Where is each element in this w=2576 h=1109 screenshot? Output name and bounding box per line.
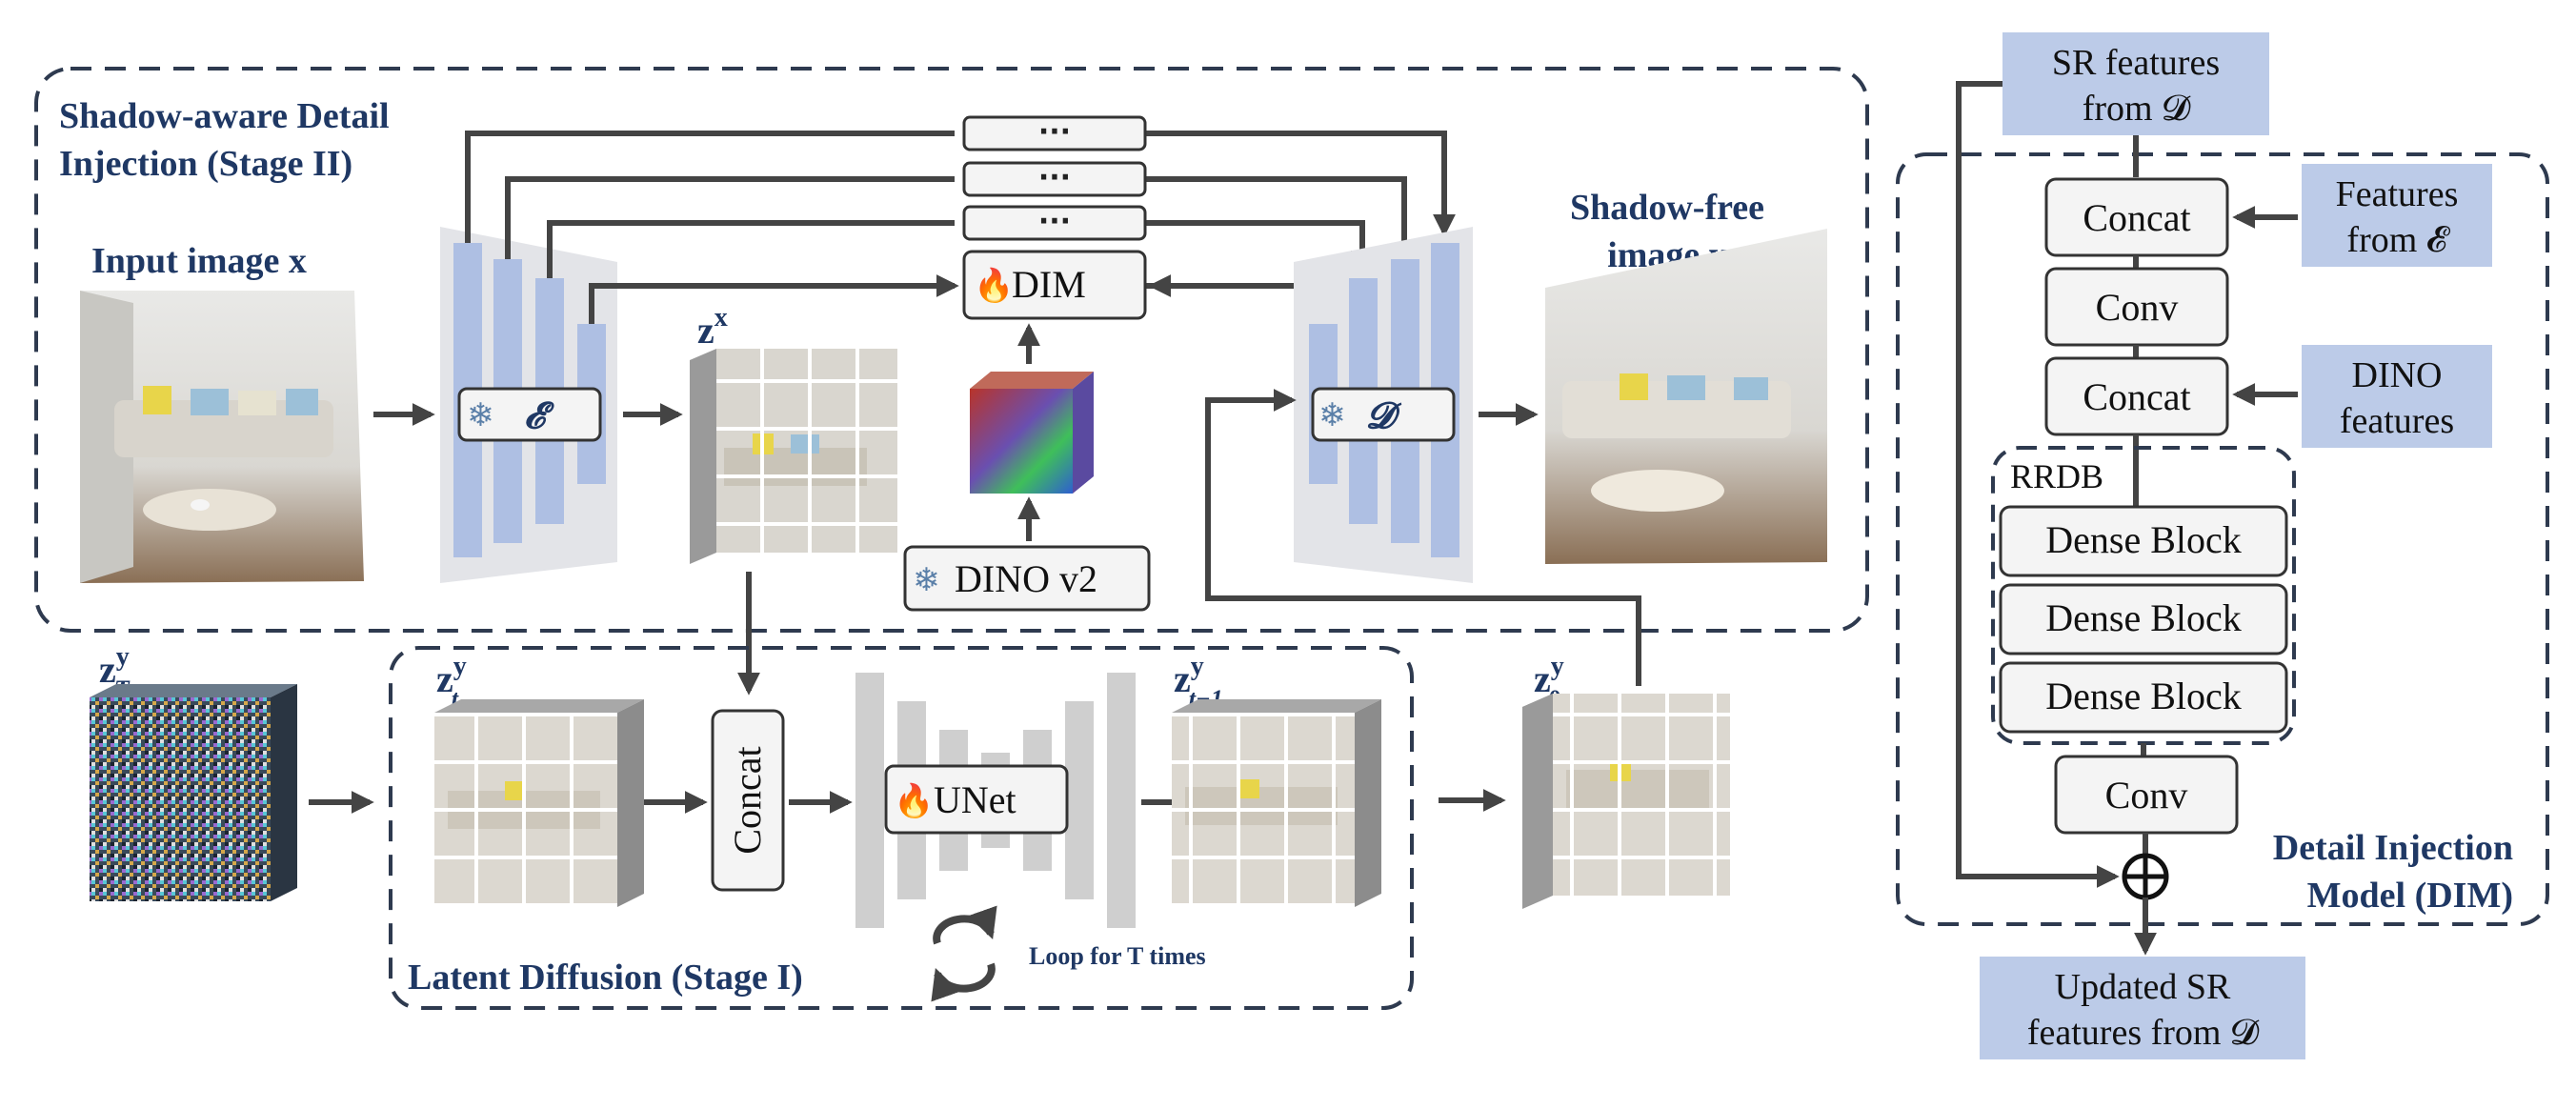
- stage2-title-line2: Injection (Stage II): [59, 144, 352, 184]
- svg-text:from 𝓓: from 𝓓: [2083, 89, 2191, 129]
- stage1-title: Latent Diffusion (Stage I): [408, 958, 803, 998]
- svg-text:Dense Block: Dense Block: [2045, 518, 2242, 561]
- rrdb-label: RRDB: [2010, 457, 2103, 495]
- unet-label: UNet: [934, 778, 1016, 821]
- loop-icon: [931, 905, 997, 1002]
- dim-conv-2: Conv: [2054, 755, 2239, 835]
- stage1-region: [389, 646, 1414, 1010]
- stage2-region: [34, 67, 1869, 633]
- dots-box-3: ···: [962, 205, 1147, 241]
- dim-title-line2: Model (DIM): [2307, 876, 2513, 916]
- zT-noise-cube: [90, 684, 297, 901]
- svg-text:Conv: Conv: [2096, 286, 2179, 329]
- unet-block: 🔥 UNet: [884, 764, 1069, 835]
- dots-box-2: ···: [962, 161, 1147, 197]
- snowflake-icon: ❄: [1318, 396, 1346, 434]
- input-image: [80, 291, 364, 583]
- snowflake-icon: ❄: [467, 396, 494, 434]
- dots-box-1: ···: [962, 115, 1147, 151]
- dense-block-2: Dense Block: [1999, 583, 2288, 655]
- sr-features-input: SR features from 𝓓: [2002, 32, 2269, 135]
- svg-text:Dense Block: Dense Block: [2045, 675, 2242, 717]
- dim-concat-1: Concat: [2044, 177, 2229, 257]
- stage2-title-line1: Shadow-aware Detail: [59, 96, 390, 136]
- updated-sr-features-output: Updated SR features from 𝓓: [1980, 957, 2305, 1059]
- dim-residual-line: [1956, 81, 2120, 888]
- svg-text:Concat: Concat: [2083, 196, 2190, 239]
- fire-icon: 🔥: [894, 782, 934, 820]
- zt1-latent-cube: [1172, 699, 1381, 907]
- svg-text:···: ···: [1038, 205, 1071, 238]
- dino-v2-label: DINO v2: [955, 557, 1097, 600]
- snowflake-icon: ❄: [913, 561, 940, 599]
- zt-latent-cube: [434, 699, 644, 907]
- svg-text:features: features: [2340, 401, 2454, 441]
- svg-text:features from 𝓓: features from 𝓓: [2027, 1013, 2260, 1053]
- dim-concat-2: Concat: [2044, 356, 2229, 436]
- svg-text:Concat: Concat: [2083, 375, 2190, 418]
- zx-label: zx: [697, 303, 728, 352]
- zx-latent-cube: [690, 349, 897, 564]
- z0-latent-cube: [1522, 694, 1730, 909]
- svg-text:Conv: Conv: [2105, 774, 2188, 817]
- svg-text:DINO: DINO: [2352, 355, 2443, 395]
- svg-text:···: ···: [1038, 115, 1071, 149]
- output-image: [1545, 229, 1827, 564]
- decoder-label-box: ❄ 𝓓: [1311, 387, 1456, 442]
- dim-title-line1: Detail Injection: [2273, 828, 2513, 868]
- arrow-z0-to-decoder: [1205, 389, 1641, 686]
- output-label-line1: Shadow-free: [1570, 188, 1764, 228]
- dino-feature-cube: [970, 372, 1094, 494]
- dense-block-1: Dense Block: [1999, 505, 2288, 577]
- encoder-label-box: ❄ 𝓔: [457, 387, 602, 442]
- stage1-concat-block: Concat: [711, 709, 785, 892]
- dim-block: 🔥 DIM: [962, 250, 1147, 320]
- features-from-encoder: Features from 𝓔: [2302, 164, 2492, 267]
- svg-text:Concat: Concat: [726, 746, 769, 854]
- input-image-label: Input image x: [91, 241, 307, 281]
- dense-block-3: Dense Block: [1999, 661, 2288, 734]
- dim-panel-region: [1896, 152, 2549, 926]
- svg-text:SR features: SR features: [2052, 43, 2220, 83]
- svg-text:Dense Block: Dense Block: [2045, 596, 2242, 639]
- dino-v2-box: ❄ DINO v2: [903, 545, 1151, 612]
- fire-icon: 🔥: [974, 267, 1014, 305]
- svg-text:Updated SR: Updated SR: [2055, 967, 2231, 1007]
- loop-label: Loop for T times: [1029, 942, 1206, 970]
- dino-features: DINO features: [2302, 345, 2492, 448]
- svg-text:···: ···: [1038, 161, 1071, 194]
- plus-icon: [2122, 853, 2169, 900]
- dim-label: DIM: [1012, 263, 1086, 306]
- svg-text:from 𝓔: from 𝓔: [2346, 220, 2450, 260]
- dim-conv-1: Conv: [2044, 267, 2229, 347]
- svg-text:Features: Features: [2336, 174, 2459, 214]
